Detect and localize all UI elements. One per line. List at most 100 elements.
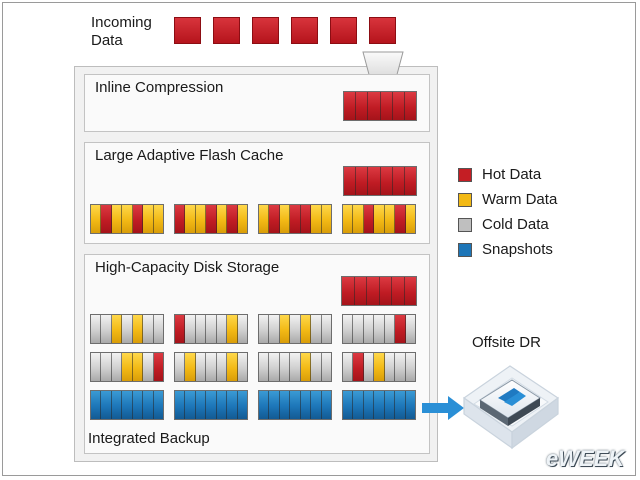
disk-storage-title: High-Capacity Disk Storage xyxy=(95,259,280,276)
data-segment xyxy=(122,315,133,343)
data-segment xyxy=(311,205,322,233)
data-segment xyxy=(91,205,102,233)
data-segment xyxy=(206,353,217,381)
data-segment xyxy=(321,391,331,419)
data-segment xyxy=(269,315,280,343)
incoming-data-block xyxy=(252,17,279,44)
legend-swatch xyxy=(458,218,472,232)
data-segment xyxy=(175,205,186,233)
data-segment xyxy=(353,353,364,381)
data-segment xyxy=(279,205,291,233)
data-segment xyxy=(227,391,238,419)
data-segment xyxy=(259,205,270,233)
data-segment xyxy=(363,315,375,343)
data-segment xyxy=(395,353,406,381)
data-segment xyxy=(153,315,163,343)
data-segment xyxy=(122,391,133,419)
inline-compression-title: Inline Compression xyxy=(95,79,224,96)
data-segment xyxy=(344,167,357,195)
data-segment xyxy=(216,391,228,419)
data-segment xyxy=(300,353,312,381)
integrated-backup-label: Integrated Backup xyxy=(88,430,210,447)
data-segment xyxy=(379,277,392,305)
data-segment xyxy=(143,315,154,343)
compressed-hot-strip xyxy=(343,91,417,121)
data-segment xyxy=(216,315,228,343)
data-segment xyxy=(269,391,280,419)
data-segment xyxy=(143,391,154,419)
data-segment xyxy=(404,167,416,195)
data-segment xyxy=(216,205,228,233)
data-segment xyxy=(259,353,270,381)
data-segment xyxy=(380,92,393,120)
data-segment xyxy=(311,315,322,343)
data-segment xyxy=(392,92,405,120)
data-segment xyxy=(395,205,406,233)
data-segment xyxy=(405,391,415,419)
data-segment xyxy=(343,315,354,343)
data-segment xyxy=(343,391,354,419)
data-segment xyxy=(259,391,270,419)
legend-label: Snapshots xyxy=(482,241,553,258)
data-segment xyxy=(311,353,322,381)
data-segment xyxy=(195,353,207,381)
data-segment xyxy=(111,205,123,233)
data-segment xyxy=(343,205,354,233)
flash-cache-title: Large Adaptive Flash Cache xyxy=(95,147,284,164)
data-segment xyxy=(185,205,196,233)
eweek-watermark-logo: eWEEK xyxy=(546,446,625,471)
disk-mixed-strip xyxy=(258,314,332,344)
offsite-dr-server-icon xyxy=(462,365,560,450)
replication-arrow-icon xyxy=(422,396,464,420)
data-segment xyxy=(353,205,364,233)
data-segment xyxy=(175,315,186,343)
data-segment xyxy=(101,315,112,343)
data-segment xyxy=(195,391,207,419)
snapshot-strip xyxy=(258,390,332,420)
data-segment xyxy=(153,391,163,419)
disk-mixed-strip xyxy=(174,314,248,344)
cache-mixed-strip xyxy=(90,204,164,234)
disk-mixed-strip xyxy=(342,352,416,382)
data-segment xyxy=(311,391,322,419)
cache-mixed-strip xyxy=(258,204,332,234)
data-segment xyxy=(143,353,154,381)
data-segment xyxy=(132,205,144,233)
data-segment xyxy=(279,315,291,343)
data-segment xyxy=(227,315,238,343)
data-segment xyxy=(279,353,291,381)
data-segment xyxy=(91,315,102,343)
data-segment xyxy=(175,391,186,419)
data-segment xyxy=(290,391,301,419)
disk-mixed-strip xyxy=(174,352,248,382)
data-segment xyxy=(122,353,133,381)
data-segment xyxy=(395,315,406,343)
incoming-label-line2: Data xyxy=(91,32,123,49)
data-segment xyxy=(380,167,393,195)
data-segment xyxy=(290,315,301,343)
incoming-data-block xyxy=(369,17,396,44)
data-segment xyxy=(404,277,416,305)
data-segment xyxy=(300,391,312,419)
offsite-dr-label: Offsite DR xyxy=(472,334,541,351)
legend-label: Warm Data xyxy=(482,191,558,208)
disk-mixed-strip xyxy=(90,314,164,344)
incoming-data-label: Incoming Data xyxy=(91,14,152,50)
data-segment xyxy=(356,92,369,120)
cache-mixed-strip xyxy=(342,204,416,234)
legend-label: Cold Data xyxy=(482,216,549,233)
data-segment xyxy=(237,315,247,343)
snapshot-strip xyxy=(342,390,416,420)
data-segment xyxy=(384,353,396,381)
data-segment xyxy=(132,315,144,343)
data-segment xyxy=(353,315,364,343)
data-segment xyxy=(405,353,415,381)
legend-swatch xyxy=(458,193,472,207)
data-segment xyxy=(405,205,415,233)
incoming-data-block xyxy=(174,17,201,44)
data-segment xyxy=(374,391,385,419)
incoming-label-line1: Incoming xyxy=(91,14,152,31)
data-segment xyxy=(374,315,385,343)
data-segment xyxy=(395,391,406,419)
snapshot-strip xyxy=(174,390,248,420)
